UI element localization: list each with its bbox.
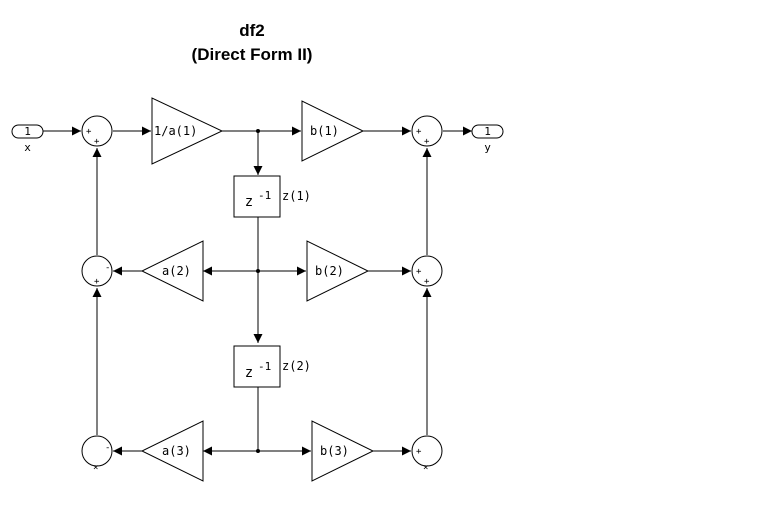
branch-point-middle <box>256 269 260 273</box>
input-port-label: x <box>24 141 31 154</box>
sum-2-sign-bottom: + <box>94 277 100 287</box>
delay-z2[interactable]: z -1 z(2) <box>233 345 311 388</box>
delay-z2-label: z(2) <box>282 359 311 373</box>
delay-z2-base: z <box>245 365 253 381</box>
sum-1-sign-in: + <box>86 127 92 137</box>
gain-b3[interactable]: b(3) <box>311 420 375 482</box>
delay-z1[interactable]: z -1 z(1) <box>233 175 311 218</box>
sum-y1-sign-left: + <box>416 127 422 137</box>
gain-inv-a1-label: 1/a(1) <box>154 124 197 138</box>
sum-block-1[interactable]: + + <box>81 115 113 147</box>
sum-3-sign-bottom: × <box>93 463 98 473</box>
gain-b2-label: b(2) <box>315 264 344 278</box>
branch-point-bottom <box>256 449 260 453</box>
sum-block-y2[interactable]: + + <box>411 255 443 287</box>
sum-y2-sign-left: + <box>416 267 422 277</box>
branch-point-top <box>256 129 260 133</box>
delay-z1-label: z(1) <box>282 189 311 203</box>
wires <box>43 126 472 456</box>
sum-y2-sign-bottom: + <box>424 277 430 287</box>
gain-inv-a1[interactable]: 1/a(1) <box>151 97 224 165</box>
sum-block-2[interactable]: - + <box>81 255 113 287</box>
gain-a2[interactable]: a(2) <box>140 240 204 302</box>
sum-block-y3[interactable]: + × <box>411 435 443 473</box>
gain-b3-label: b(3) <box>320 444 349 458</box>
sum-block-y1[interactable]: + + <box>411 115 443 147</box>
output-port-number: 1 <box>484 125 491 138</box>
output-port-label: y <box>484 141 491 154</box>
gain-b1-label: b(1) <box>310 124 339 138</box>
delay-z1-base: z <box>245 194 253 210</box>
diagram-title: df2 <box>239 21 265 40</box>
sum-3-sign-right: - <box>105 443 110 453</box>
sum-1-sign-fb: + <box>94 137 100 147</box>
input-port[interactable]: 1 x <box>11 124 44 154</box>
delay-z2-exponent: -1 <box>258 360 271 373</box>
gain-a2-label: a(2) <box>162 264 191 278</box>
gain-a3[interactable]: a(3) <box>140 420 204 482</box>
sum-y3-sign-bottom: × <box>423 463 428 473</box>
diagram-subtitle: (Direct Form II) <box>192 45 313 64</box>
sum-block-3[interactable]: - × <box>81 435 113 473</box>
sum-y3-sign-left: + <box>416 447 422 457</box>
gain-b1[interactable]: b(1) <box>301 100 365 162</box>
sum-2-sign-right: - <box>105 263 110 273</box>
sum-y1-sign-bottom: + <box>424 137 430 147</box>
input-port-number: 1 <box>24 125 31 138</box>
gain-b2[interactable]: b(2) <box>306 240 370 302</box>
delay-z1-exponent: -1 <box>258 189 271 202</box>
output-port[interactable]: 1 y <box>471 124 504 154</box>
gain-a3-label: a(3) <box>162 444 191 458</box>
